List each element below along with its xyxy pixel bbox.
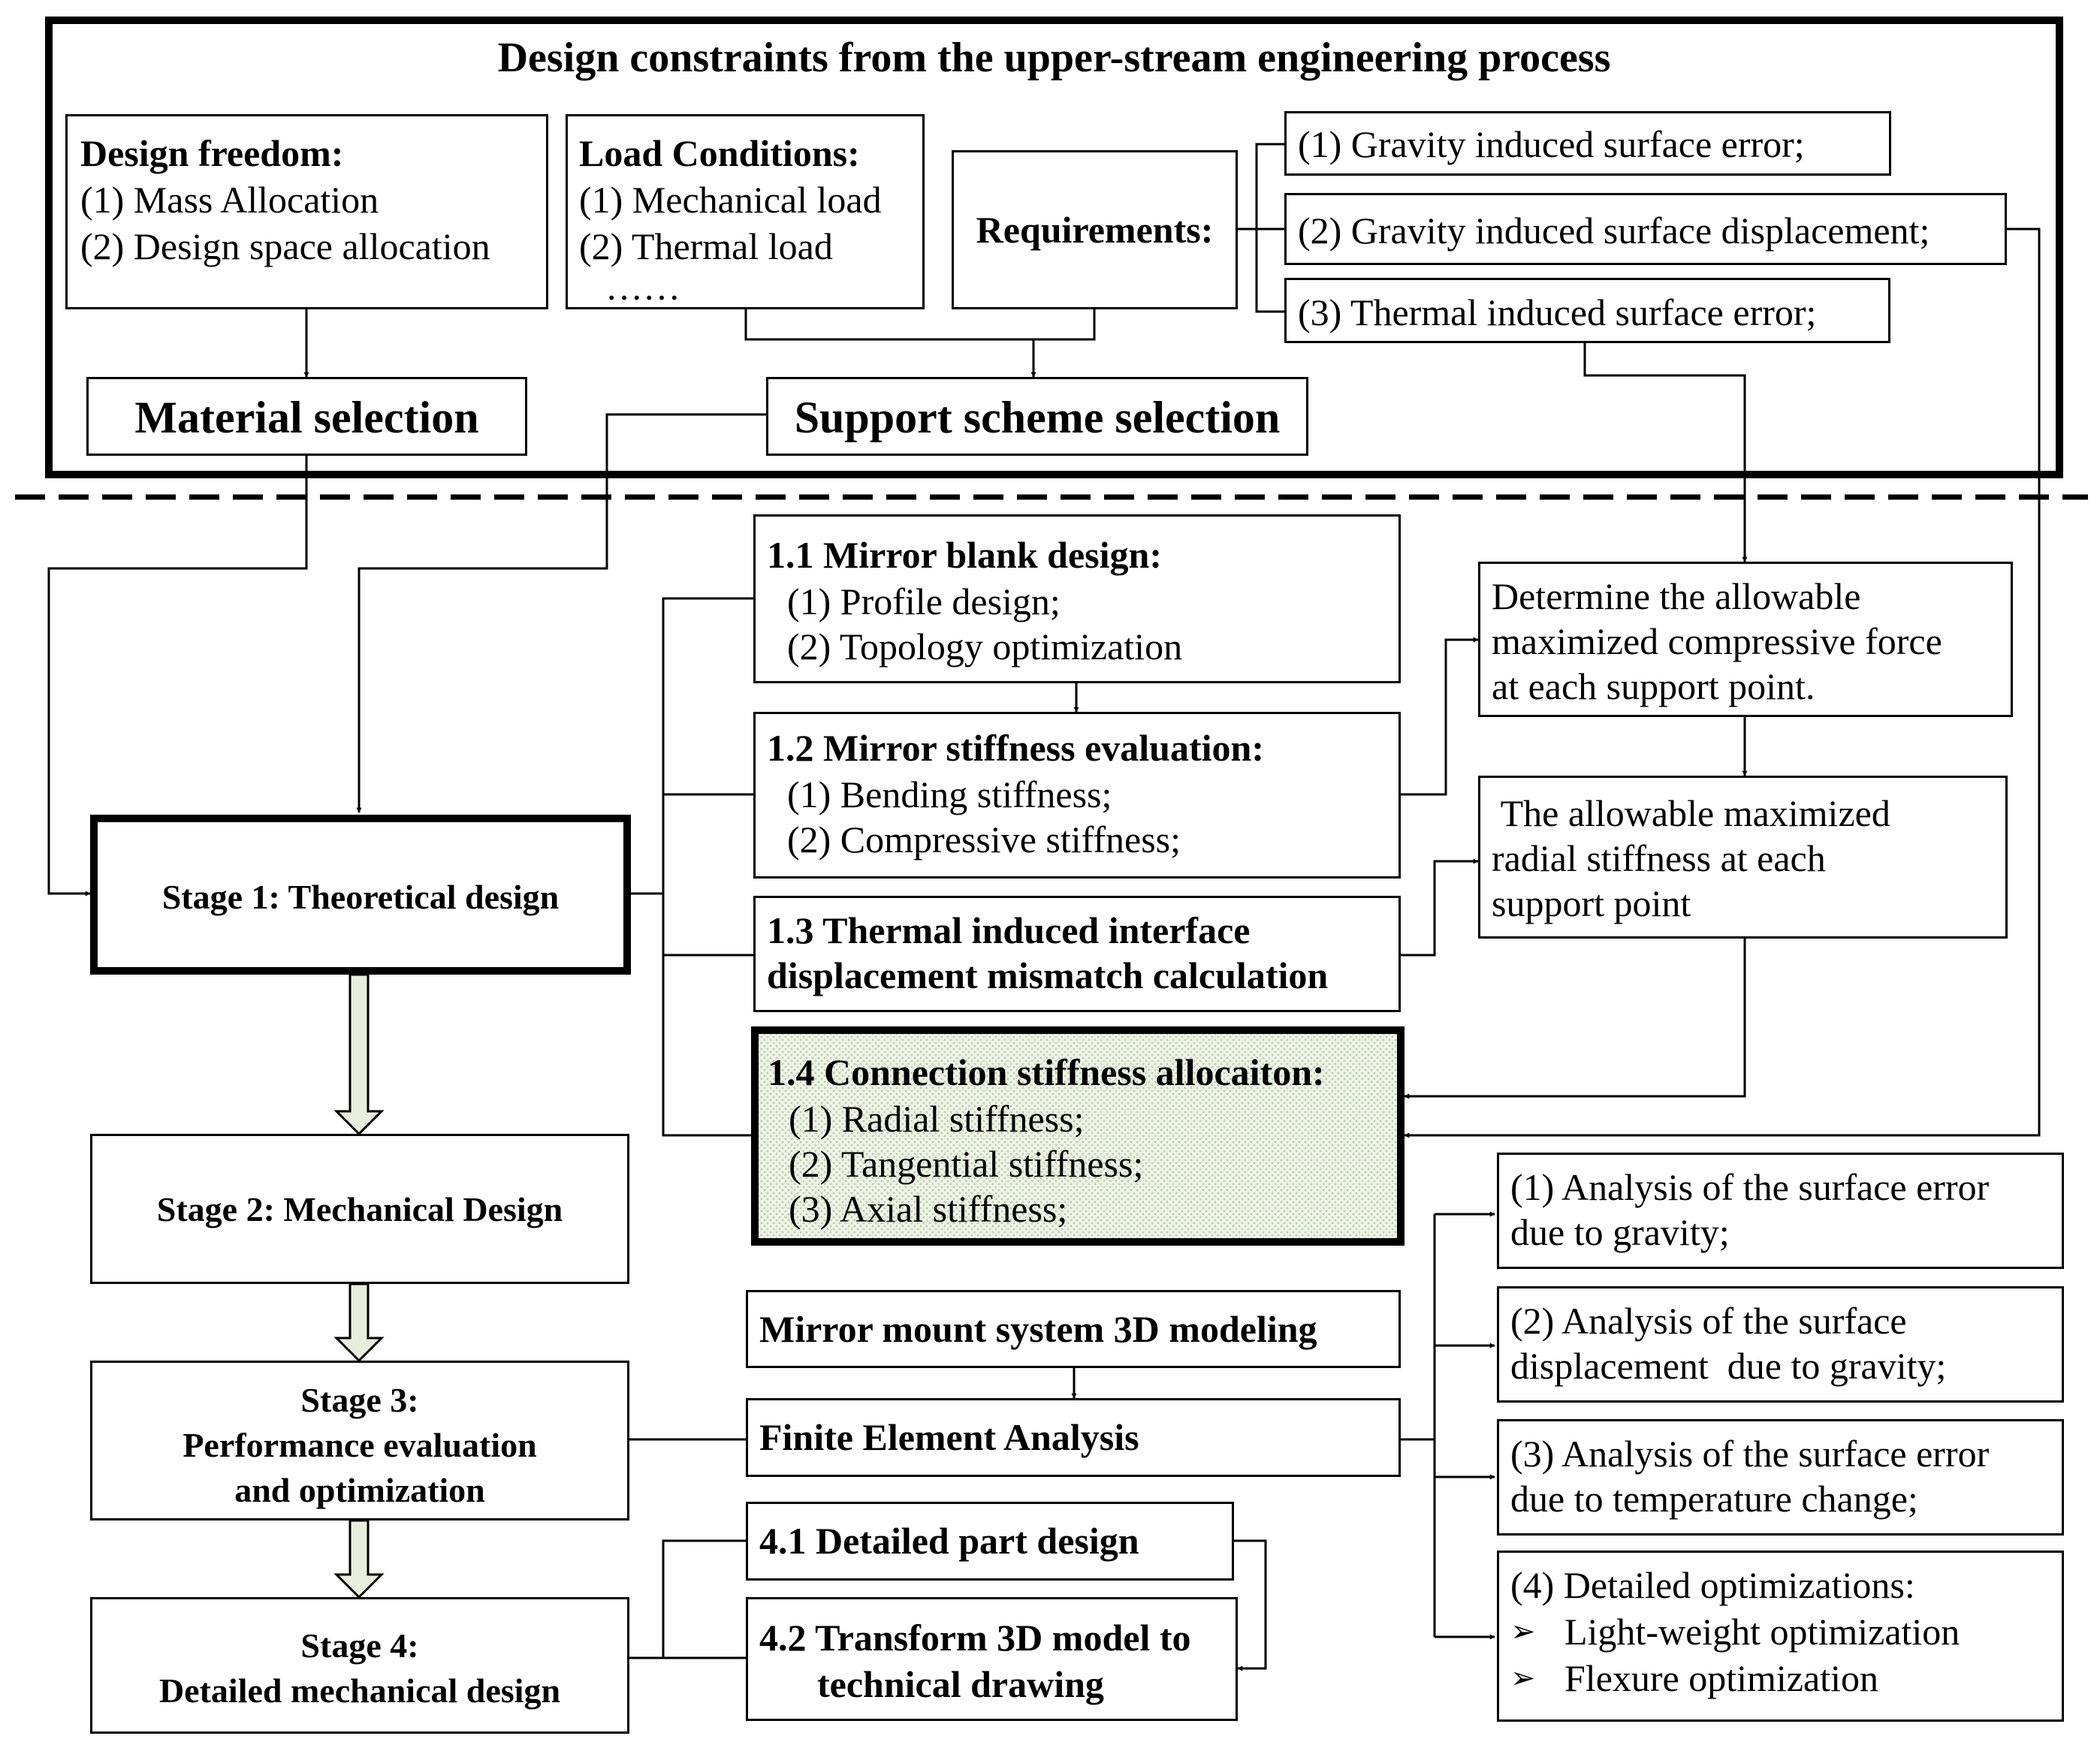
s41-part-design-box: 4.1 Detailed part design bbox=[746, 1502, 1234, 1581]
requirement-item: (1) Gravity induced surface error; bbox=[1298, 123, 1805, 165]
analysis-gravity-error-box: (1) Analysis of the surface error due to… bbox=[1497, 1153, 2064, 1269]
s14-item: (2) Tangential stiffness; bbox=[789, 1143, 1144, 1185]
bullet-arrow-icon: ➢ bbox=[1510, 1661, 1536, 1695]
branch-stage4 bbox=[629, 1539, 746, 1659]
allowable-radial-line: The allowable maximized bbox=[1492, 792, 1890, 834]
detailed-optimizations-box: (4) Detailed optimizations: ➢ Light-weig… bbox=[1497, 1551, 2064, 1722]
stage3-box: Stage 3: Performance evaluation and opti… bbox=[90, 1361, 629, 1520]
load-conditions-item: (2) Thermal load bbox=[579, 225, 833, 267]
requirements-heading: Requirements: bbox=[976, 209, 1214, 251]
requirements-box: Requirements: bbox=[952, 150, 1238, 309]
design-freedom-item: (2) Design space allocation bbox=[80, 225, 490, 267]
stage3-label: Performance evaluation bbox=[183, 1426, 537, 1464]
stage1-box: Stage 1: Theoretical design bbox=[90, 815, 631, 975]
arrow-s41-to-s42 bbox=[1234, 1539, 1267, 1671]
requirement-item: (3) Thermal induced surface error; bbox=[1298, 291, 1817, 333]
s42-line: 4.2 Transform 3D model to bbox=[759, 1617, 1191, 1659]
s13-line: displacement mismatch calculation bbox=[767, 954, 1329, 996]
analysis-line: (2) Analysis of the surface bbox=[1510, 1300, 1907, 1342]
requirement-item-box: (3) Thermal induced surface error; bbox=[1284, 278, 1890, 343]
analysis-line: (3) Analysis of the surface error bbox=[1510, 1433, 1990, 1475]
branch-stage1-sections bbox=[662, 597, 753, 1137]
analysis-line: displacement due to gravity; bbox=[1510, 1345, 1947, 1387]
s42-line: technical drawing bbox=[817, 1663, 1104, 1705]
allowable-compressive-line: at each support point. bbox=[1492, 665, 1815, 707]
s11-item: (2) Topology optimization bbox=[787, 625, 1183, 668]
stage1-label: Stage 1: Theoretical design bbox=[161, 878, 560, 916]
s12-item: (2) Compressive stiffness; bbox=[787, 818, 1181, 860]
s42-technical-drawing-box: 4.2 Transform 3D model to technical draw… bbox=[746, 1597, 1238, 1721]
load-conditions-item: (1) Mechanical load bbox=[579, 179, 882, 221]
load-conditions-box: Load Conditions: (1) Mechanical load (2)… bbox=[566, 114, 925, 309]
material-selection-box: Material selection bbox=[86, 377, 527, 456]
design-freedom-box: Design freedom: (1) Mass Allocation (2) … bbox=[65, 114, 548, 309]
support-scheme-box: Support scheme selection bbox=[766, 377, 1308, 456]
stage3-label: and optimization bbox=[234, 1471, 485, 1509]
allowable-radial-box: The allowable maximized radial stiffness… bbox=[1478, 776, 2008, 939]
arrow-stage3-to-stage4 bbox=[333, 1519, 385, 1599]
requirement-item-box: (2) Gravity induced surface displacement… bbox=[1284, 193, 2007, 265]
support-scheme-label: Support scheme selection bbox=[794, 393, 1281, 442]
analysis-thermal-error-box: (3) Analysis of the surface error due to… bbox=[1497, 1419, 2064, 1536]
stage3-label: Stage 3: bbox=[300, 1381, 419, 1419]
stage2-label: Stage 2: Mechanical Design bbox=[156, 1190, 563, 1228]
s13-line: 1.3 Thermal induced interface bbox=[767, 909, 1251, 951]
arrow-req3-to-compressive bbox=[1583, 342, 1748, 562]
arrow-stage1-to-stage2 bbox=[333, 973, 385, 1136]
material-selection-label: Material selection bbox=[134, 393, 479, 442]
mirror-mount-modeling-box: Mirror mount system 3D modeling bbox=[746, 1290, 1401, 1368]
s11-heading: 1.1 Mirror blank design: bbox=[767, 534, 1162, 576]
s41-label: 4.1 Detailed part design bbox=[759, 1520, 1139, 1562]
s12-heading: 1.2 Mirror stiffness evaluation: bbox=[767, 727, 1264, 769]
optimization-item: Flexure optimization bbox=[1564, 1657, 1878, 1699]
stage-flow-arrows bbox=[333, 973, 385, 1599]
load-conditions-heading: Load Conditions: bbox=[579, 132, 860, 174]
s11-item: (1) Profile design; bbox=[787, 580, 1061, 622]
s12-stiffness-box: 1.2 Mirror stiffness evaluation: (1) Ben… bbox=[753, 712, 1401, 879]
requirement-item-box: (1) Gravity induced surface error; bbox=[1284, 111, 1891, 176]
analysis-line: due to temperature change; bbox=[1510, 1478, 1918, 1520]
allowable-radial-line: support point bbox=[1492, 882, 1691, 924]
arrow-s12-to-compressive bbox=[1401, 637, 1479, 796]
fea-box: Finite Element Analysis bbox=[746, 1398, 1401, 1477]
stage4-label: Detailed mechanical design bbox=[158, 1671, 561, 1710]
s11-mirror-blank-box: 1.1 Mirror blank design: (1) Profile des… bbox=[753, 514, 1401, 683]
arrow-s13-to-radial bbox=[1401, 858, 1479, 957]
arrow-radial-to-s14 bbox=[1404, 939, 1746, 1099]
design-freedom-item: (1) Mass Allocation bbox=[80, 179, 379, 221]
stage4-label: Stage 4: bbox=[300, 1626, 419, 1665]
bullet-arrow-icon: ➢ bbox=[1510, 1614, 1536, 1649]
allowable-compressive-box: Determine the allowable maximized compre… bbox=[1478, 562, 2013, 717]
arrow-stage2-to-stage3 bbox=[333, 1282, 385, 1363]
allowable-compressive-line: maximized compressive force bbox=[1492, 620, 1942, 662]
constraints-title: Design constraints from the upper-stream… bbox=[497, 35, 1611, 81]
s14-heading: 1.4 Connection stiffness allocaiton: bbox=[768, 1051, 1325, 1093]
allowable-compressive-line: Determine the allowable bbox=[1492, 575, 1861, 617]
optimizations-heading: (4) Detailed optimizations: bbox=[1510, 1564, 1915, 1606]
load-conditions-item: …… bbox=[605, 266, 680, 308]
fea-label: Finite Element Analysis bbox=[759, 1416, 1139, 1458]
arrow-support-to-stage1 bbox=[356, 413, 766, 813]
analysis-line: (1) Analysis of the surface error bbox=[1510, 1166, 1990, 1208]
stage2-box: Stage 2: Mechanical Design bbox=[90, 1134, 629, 1284]
arrow-req2-to-s14 bbox=[1404, 228, 2041, 1138]
analysis-gravity-displacement-box: (2) Analysis of the surface displacement… bbox=[1497, 1286, 2064, 1403]
allowable-radial-line: radial stiffness at each bbox=[1492, 837, 1826, 879]
line-load-requirements bbox=[744, 309, 1096, 341]
optimization-item: Light-weight optimization bbox=[1564, 1611, 1960, 1653]
requirement-item: (2) Gravity induced surface displacement… bbox=[1298, 209, 1930, 252]
s14-item: (3) Axial stiffness; bbox=[789, 1188, 1068, 1230]
s12-item: (1) Bending stiffness; bbox=[787, 773, 1112, 815]
arrow-material-to-stage1 bbox=[47, 456, 308, 897]
modeling-label: Mirror mount system 3D modeling bbox=[759, 1308, 1317, 1350]
design-freedom-heading: Design freedom: bbox=[80, 132, 344, 174]
analysis-line: due to gravity; bbox=[1510, 1211, 1730, 1253]
constraints-frame bbox=[45, 17, 2063, 478]
s13-thermal-box: 1.3 Thermal induced interface displaceme… bbox=[753, 896, 1401, 1012]
stage4-box: Stage 4: Detailed mechanical design bbox=[90, 1597, 629, 1734]
s14-item: (1) Radial stiffness; bbox=[789, 1098, 1085, 1140]
s14-connection-box: 1.4 Connection stiffness allocaiton: (1)… bbox=[751, 1026, 1405, 1246]
